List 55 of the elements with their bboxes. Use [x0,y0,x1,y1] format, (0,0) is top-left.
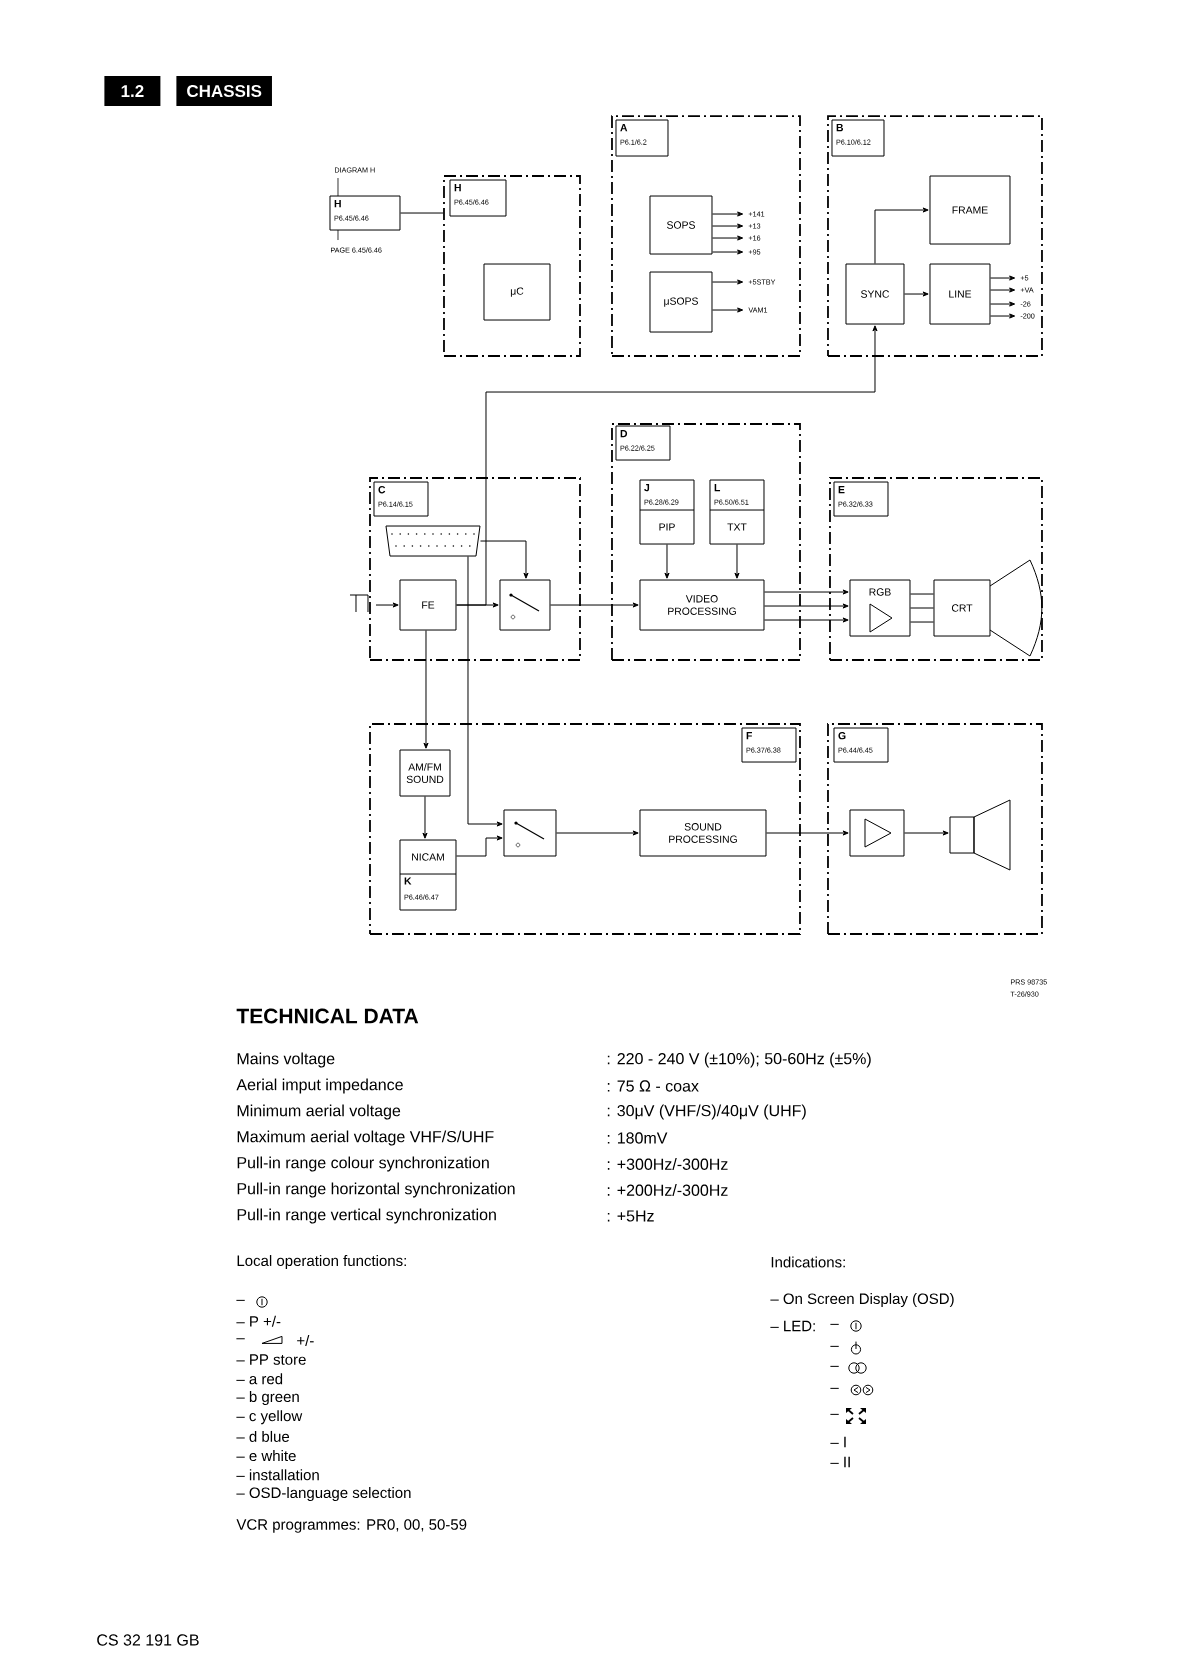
switch-symbol [503,809,557,857]
arrow [990,287,1016,293]
arrow [456,325,878,606]
loudspeaker-symbol [949,799,1011,871]
arrow [764,617,849,623]
label-text: : +5Hz [607,1210,654,1222]
arrow [990,313,1016,319]
arrow [904,291,929,297]
arrow [734,544,740,579]
arrow [712,307,744,313]
arrow [990,301,1016,307]
arrow [556,830,639,836]
label-text: : 75 Ω - coax [607,1080,699,1092]
label-text: : 30μV (VHF/S)/40μV (UHF) [607,1104,806,1120]
label-text: Pull-in range vertical synchronization [237,1208,496,1224]
arrow [764,589,849,595]
arrow [990,275,1016,281]
arrow [456,835,503,857]
scart-connector [385,525,481,557]
arrow [874,207,929,264]
connection-line [910,621,934,623]
label-text: Aerial imput impedance [236,1078,403,1094]
section-title: CHASSIS [176,76,272,107]
label-text: : +300Hz/-300Hz [607,1158,728,1170]
switch-symbol [499,579,551,631]
arrow [766,830,849,836]
label-text: Mains voltage [237,1052,335,1068]
arrow [550,602,639,608]
label-text: : 180mV [607,1132,668,1144]
arrow [904,830,949,836]
arrow [480,540,529,579]
arrow [423,630,429,749]
arrow [712,235,744,241]
arrow [712,249,744,255]
arrow [712,223,744,229]
section-number: 1.2 [104,76,161,107]
label-text: Minimum aerial voltage [237,1104,401,1120]
arrow [764,603,849,609]
label-text: Maximum aerial voltage VHF/S/UHF [237,1130,494,1146]
arrow [422,796,428,839]
label-text: Pull-in range colour synchronization [237,1156,489,1172]
section-heading: TECHNICAL DATA [236,1008,419,1024]
connection-line [910,593,934,595]
arrow [375,602,399,608]
connection-line [400,212,444,214]
arrow [467,556,503,827]
page-code: CS 32 191 GB [97,1634,199,1646]
label-text: : 220 - 240 V (±10%); 50-60Hz (±5%) [607,1052,871,1068]
arrow [712,211,744,217]
connection-line [910,607,934,609]
amplifier-symbol [849,809,905,857]
label-text: Pull-in range horizontal synchronization [237,1182,515,1198]
label-text: : +200Hz/-300Hz [607,1184,728,1196]
arrow [664,544,670,579]
arrow [712,279,744,285]
